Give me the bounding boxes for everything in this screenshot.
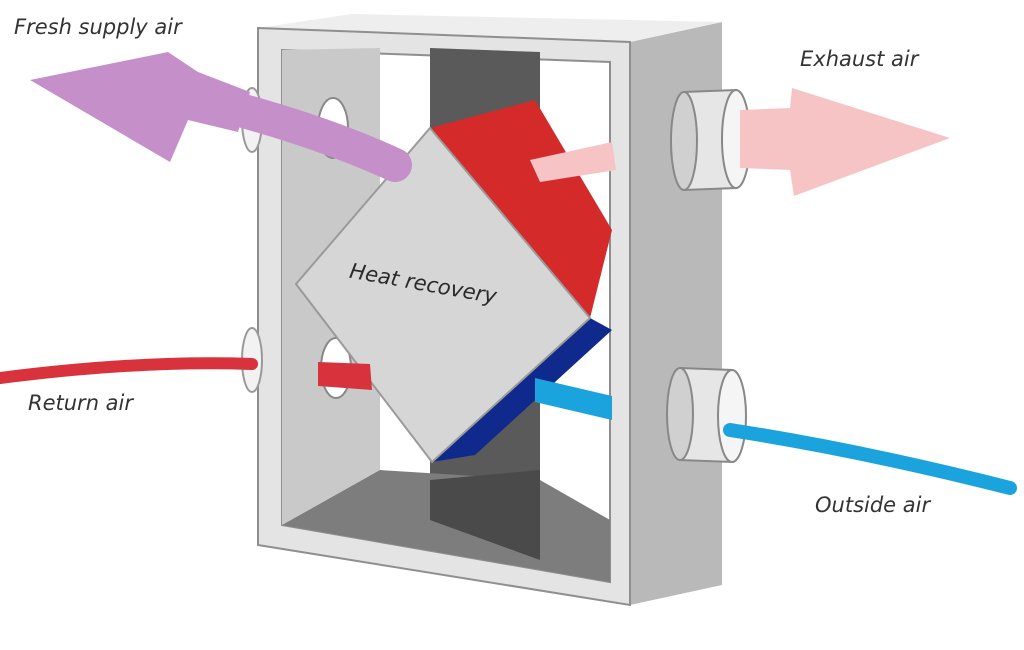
label-return-air: Return air [28, 391, 134, 415]
exhaust-air-arrow [530, 88, 950, 196]
return-air-arrow [0, 357, 372, 390]
core-cold-side [432, 318, 612, 462]
fresh-supply-air-arrow [30, 52, 412, 182]
label-outside-air: Outside air [815, 493, 931, 517]
label-exhaust-air: Exhaust air [800, 47, 920, 71]
outside-air-arrow [535, 378, 1017, 495]
label-fresh-supply-air: Fresh supply air [14, 15, 183, 39]
